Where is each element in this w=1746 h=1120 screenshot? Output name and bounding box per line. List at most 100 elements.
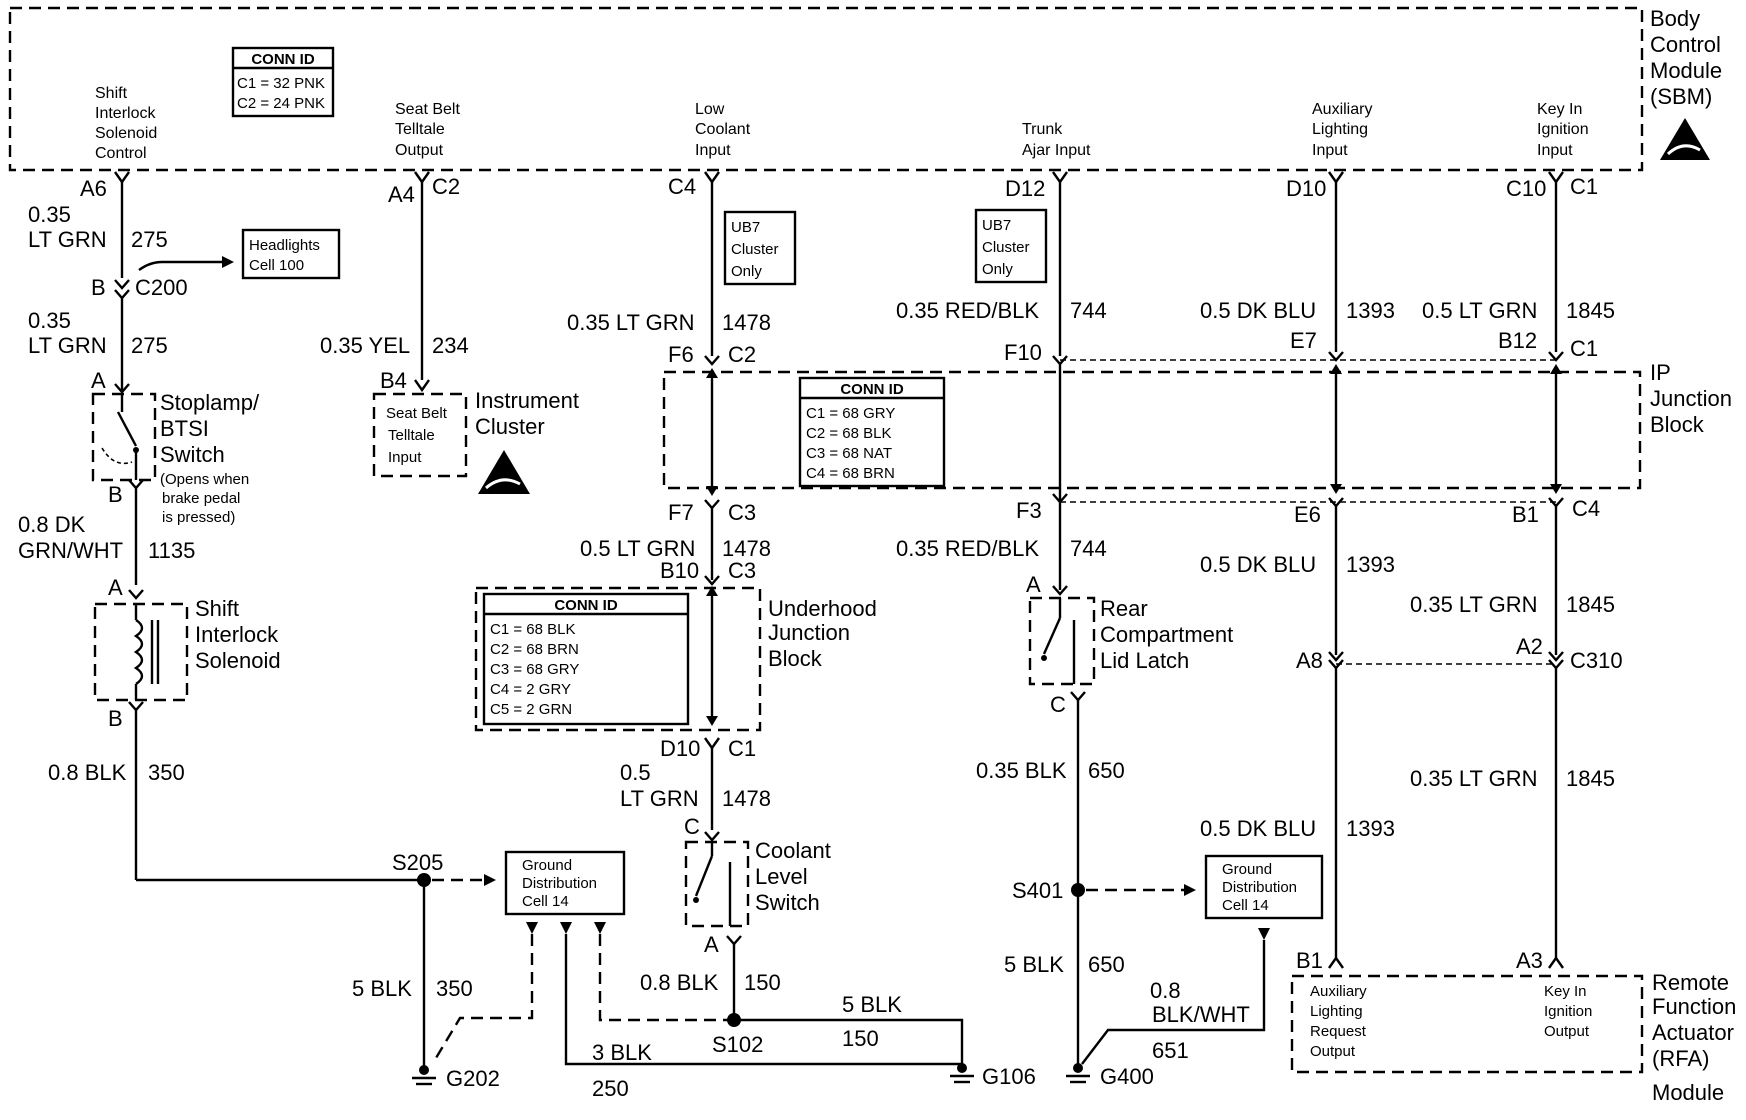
svg-text:Control: Control [95, 145, 147, 162]
svg-text:C3 = 68 GRY: C3 = 68 GRY [490, 661, 579, 678]
svg-text:0.5 LT GRN: 0.5 LT GRN [580, 536, 695, 561]
esd-icon [1660, 118, 1710, 160]
svg-text:CONN ID: CONN ID [251, 51, 315, 68]
svg-text:1393: 1393 [1346, 298, 1395, 323]
svg-text:Shift: Shift [195, 596, 239, 621]
svg-text:Junction: Junction [768, 620, 850, 645]
svg-text:LT GRN: LT GRN [28, 333, 107, 358]
svg-text:B10: B10 [660, 558, 699, 583]
svg-text:Output: Output [1310, 1043, 1356, 1060]
svg-text:Remote: Remote [1652, 970, 1729, 995]
ground-g202 [412, 1065, 436, 1086]
svg-text:F3: F3 [1016, 498, 1042, 523]
svg-text:1845: 1845 [1566, 592, 1615, 617]
svg-text:Interlock: Interlock [95, 105, 156, 122]
svg-text:is pressed): is pressed) [162, 509, 235, 526]
svg-text:0.8: 0.8 [1150, 978, 1181, 1003]
svg-text:B: B [108, 482, 123, 507]
svg-text:A6: A6 [80, 176, 107, 201]
svg-text:0.5: 0.5 [620, 760, 651, 785]
svg-text:Solenoid: Solenoid [95, 125, 157, 142]
svg-text:C: C [684, 814, 700, 839]
svg-text:350: 350 [436, 976, 473, 1001]
svg-text:Lid Latch: Lid Latch [1100, 648, 1189, 673]
svg-text:Junction: Junction [1650, 386, 1732, 411]
svg-text:Stoplamp/: Stoplamp/ [160, 390, 260, 415]
svg-text:650: 650 [1088, 952, 1125, 977]
svg-text:D10: D10 [1286, 176, 1326, 201]
svg-text:C4 = 68 BRN: C4 = 68 BRN [806, 465, 895, 482]
svg-text:Headlights: Headlights [249, 237, 320, 254]
svg-text:G400: G400 [1100, 1064, 1154, 1089]
svg-text:Ground: Ground [522, 857, 572, 874]
instrument-cluster-label: Instrument [475, 388, 579, 413]
ground-dist-ref-2 [1204, 854, 1324, 920]
svg-text:Auxiliary: Auxiliary [1312, 101, 1372, 118]
seatbelt-telltale-input [372, 392, 468, 478]
svg-text:Cluster: Cluster [982, 239, 1030, 256]
svg-text:Input: Input [695, 142, 731, 159]
svg-text:Cluster: Cluster [475, 414, 545, 439]
svg-text:234: 234 [432, 333, 469, 358]
svg-text:0.35: 0.35 [28, 308, 71, 333]
svg-text:B12: B12 [1498, 328, 1537, 353]
svg-text:Request: Request [1310, 1023, 1367, 1040]
svg-text:3 BLK: 3 BLK [592, 1040, 652, 1065]
svg-text:A: A [91, 368, 106, 393]
rfa-module: Auxiliary Lighting Request Output Key In… [1290, 970, 1736, 1105]
svg-text:C1: C1 [1570, 174, 1598, 199]
svg-text:0.8 BLK: 0.8 BLK [640, 970, 719, 995]
bcm-aux-label: Auxiliary Lighting Input [1312, 101, 1372, 159]
svg-text:D12: D12 [1005, 176, 1045, 201]
svg-text:Telltale: Telltale [388, 427, 435, 444]
svg-text:D10: D10 [660, 736, 700, 761]
svg-text:Input: Input [388, 449, 422, 466]
svg-text:A3: A3 [1516, 948, 1543, 973]
bcm-label-3: Module [1650, 58, 1722, 83]
svg-text:1135: 1135 [148, 538, 195, 563]
bcm-label-2: Control [1650, 32, 1721, 57]
svg-text:C1 = 68 BLK: C1 = 68 BLK [490, 621, 575, 638]
seatbelt-circuit: A4 C2 0.35 YEL 234 B4 Seat Belt Telltale… [320, 171, 579, 494]
svg-text:C2 = 24 PNK: C2 = 24 PNK [237, 95, 325, 112]
svg-text:350: 350 [148, 760, 185, 785]
svg-text:Input: Input [1537, 142, 1573, 159]
svg-text:C: C [1050, 692, 1066, 717]
svg-text:UB7: UB7 [982, 217, 1011, 234]
coolant-circuit: C4 UB7 Cluster Only 0.35 LT GRN 1478 F6 … [567, 171, 831, 1020]
svg-text:Ground: Ground [1222, 861, 1272, 878]
svg-text:650: 650 [1088, 758, 1125, 783]
svg-text:Coolant: Coolant [755, 838, 831, 863]
svg-text:Seat Belt: Seat Belt [395, 101, 460, 118]
svg-text:651: 651 [1152, 1038, 1189, 1063]
svg-text:1478: 1478 [722, 786, 771, 811]
svg-text:1845: 1845 [1566, 298, 1615, 323]
svg-text:Interlock: Interlock [195, 622, 279, 647]
svg-text:0.5 DK BLU: 0.5 DK BLU [1200, 552, 1316, 577]
svg-text:Distribution: Distribution [522, 875, 597, 892]
bcm-label-4: (SBM) [1650, 84, 1712, 109]
svg-text:C10: C10 [1506, 176, 1546, 201]
shift-interlock-solenoid [93, 602, 189, 702]
svg-text:Ajar Input: Ajar Input [1022, 142, 1091, 159]
svg-text:0.35 RED/BLK: 0.35 RED/BLK [896, 536, 1039, 561]
svg-text:LT GRN: LT GRN [28, 227, 107, 252]
ground-g106 [950, 1063, 974, 1084]
svg-text:0.35 RED/BLK: 0.35 RED/BLK [896, 298, 1039, 323]
svg-text:1478: 1478 [722, 536, 771, 561]
svg-text:Shift: Shift [95, 85, 128, 102]
svg-text:E6: E6 [1294, 502, 1321, 527]
svg-text:C4: C4 [668, 174, 696, 199]
svg-text:0.5 LT GRN: 0.5 LT GRN [1422, 298, 1537, 323]
svg-text:0.35: 0.35 [28, 202, 71, 227]
svg-text:F7: F7 [668, 500, 694, 525]
svg-text:Underhood: Underhood [768, 596, 877, 621]
ground-distribution-left: S205 Ground Distribution Cell 14 5 BLK 3… [352, 850, 1036, 1101]
svg-text:(Opens when: (Opens when [160, 471, 249, 488]
svg-text:(RFA): (RFA) [1652, 1046, 1709, 1071]
bcm-key-label: Key In Ignition Input [1537, 101, 1589, 159]
rear-compartment-lid-latch [1028, 596, 1096, 686]
svg-text:B: B [108, 706, 123, 731]
svg-text:Input: Input [1312, 142, 1348, 159]
svg-text:Ignition: Ignition [1544, 1003, 1592, 1020]
